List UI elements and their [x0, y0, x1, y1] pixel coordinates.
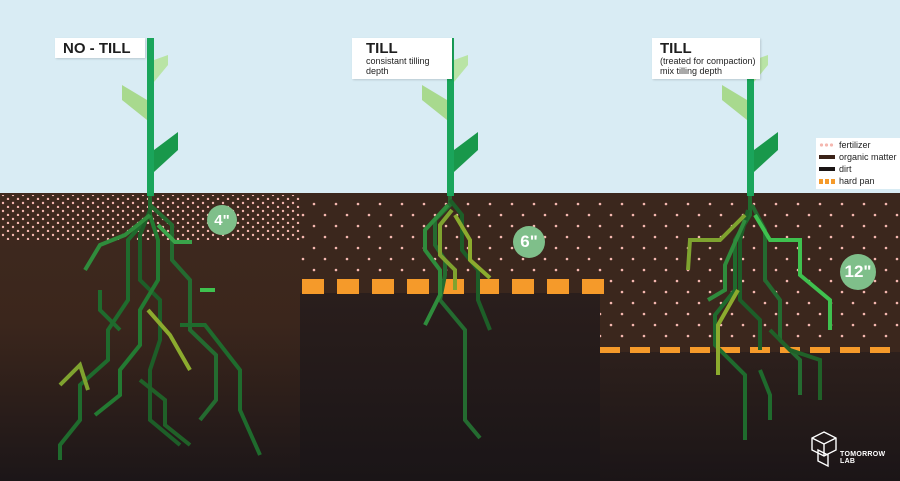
legend-label: organic matter — [839, 152, 897, 162]
hard-pan-block — [407, 279, 429, 294]
roots-till-compaction — [686, 193, 832, 440]
legend-label: dirt — [839, 164, 852, 174]
hard-pan-block — [630, 347, 650, 353]
fertilizer-dots-icon — [819, 143, 835, 147]
plant-no-till — [122, 38, 178, 196]
hard-pan-block — [302, 279, 324, 294]
hard-pan-block — [547, 279, 569, 294]
hard-pan-block — [660, 347, 680, 353]
hard-pan-block — [512, 279, 534, 294]
panel-subtitle: (treated for compaction) mix tilling dep… — [660, 56, 756, 76]
hard-pan-block — [870, 347, 890, 353]
panel-title-flag-till-compaction: TILL (treated for compaction) mix tillin… — [652, 38, 760, 79]
roots-till — [423, 193, 492, 440]
panel-title-flag-no-till: NO - TILL — [55, 38, 145, 58]
depth-badge-till-compaction: 12" — [840, 254, 876, 290]
hard-pan-dashes-icon — [819, 178, 835, 184]
depth-badge-till: 6" — [513, 226, 545, 258]
legend-item-fertilizer: fertilizer — [816, 139, 900, 151]
hard-pan-block — [720, 347, 740, 353]
tomorrow-lab-logo-icon — [811, 431, 837, 468]
hard-pan-till — [302, 279, 604, 294]
brand-name: TOMORROW LAB — [840, 451, 886, 465]
hard-pan-block — [372, 279, 394, 294]
hard-pan-block — [582, 279, 604, 294]
dirt-layer-till — [300, 293, 600, 481]
dirt-layer-till-compaction — [600, 352, 900, 481]
hard-pan-block — [840, 347, 860, 353]
depth-badge-no-till: 4" — [207, 205, 237, 235]
roots-no-till — [58, 193, 262, 460]
hard-pan-block — [600, 347, 620, 353]
legend-item-organic-matter: organic matter — [816, 151, 900, 163]
legend-item-dirt: dirt — [816, 163, 900, 175]
legend-label: hard pan — [839, 176, 875, 186]
panel-title-flag-till: TILL consistant tilling depth — [352, 38, 452, 79]
plant-till — [422, 38, 478, 196]
panel-title: NO - TILL — [63, 39, 131, 57]
panel-subtitle: consistant tilling depth — [366, 56, 430, 76]
hard-pan-block — [810, 347, 830, 353]
hard-pan-block — [690, 347, 710, 353]
organic-matter-bar-icon — [819, 155, 835, 159]
legend-item-hard-pan: hard pan — [816, 175, 900, 187]
hard-pan-block — [337, 279, 359, 294]
legend-label: fertilizer — [839, 140, 871, 150]
panel-title: TILL — [366, 40, 398, 57]
legend: fertilizer organic matter dirt hard pan — [816, 138, 900, 189]
panel-title: TILL — [660, 40, 692, 57]
hard-pan-block — [477, 279, 499, 294]
dirt-bar-icon — [819, 167, 835, 171]
